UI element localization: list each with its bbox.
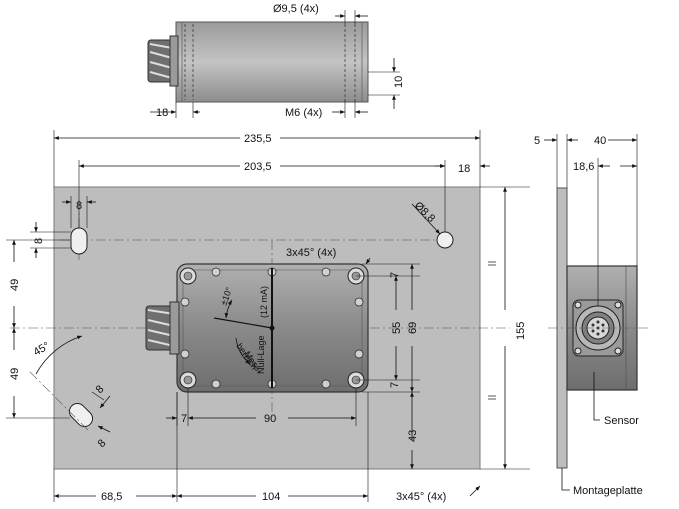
side-dim-40: 40: [594, 135, 606, 147]
plate-label: Montageplatte: [573, 485, 643, 497]
hole-right: [436, 231, 454, 249]
dim-68-5: 68,5: [101, 491, 122, 503]
dim-104: 104: [262, 491, 280, 503]
top-dim-18: 18: [156, 107, 168, 119]
top-thread-label: M6 (4x): [285, 107, 322, 119]
dim-overall-width: 235,5: [244, 133, 272, 145]
dim-155: 155: [515, 322, 527, 340]
chamfer-bottom-label: 3x45° (4x): [396, 491, 446, 503]
dim-7-right-upper: 7: [389, 272, 401, 278]
sensor-label: Sensor: [604, 415, 639, 427]
connector-front: [145, 301, 180, 355]
dim-18-right: 18: [458, 163, 470, 175]
top-view: Ø9,5 (4x) 18 M6 (4x) 10: [147, 3, 405, 119]
dim-69: 69: [407, 322, 419, 334]
chamfer-top-label: 3x45° (4x): [286, 247, 336, 259]
side-view: 5 40 18,6 Sensor Montageplatte: [534, 134, 650, 497]
dim-7-left: 7: [181, 413, 187, 425]
dim-55: 55: [391, 322, 403, 334]
cover-screws: [180, 267, 364, 389]
dim-49-lower: 49: [9, 368, 21, 380]
side-dim-5: 5: [534, 135, 540, 147]
zero-position-label: Null-Lage: [256, 335, 266, 374]
dim-8-left: 8: [33, 238, 45, 244]
side-dim-18-6: 18,6: [573, 161, 594, 173]
slot-lower: [68, 402, 94, 428]
dim-49-upper: 49: [9, 279, 21, 291]
top-hole-dia-label: Ø9,5 (4x): [273, 3, 319, 15]
dim-8-top: 8: [76, 200, 82, 212]
dim-hole-spacing: 203,5: [244, 161, 272, 173]
top-dim-10: 10: [393, 76, 405, 88]
front-view: ±10° Null-Lage (12 mA) Mess- bereich 235…: [6, 130, 530, 503]
current-label: (12 mA): [259, 286, 269, 318]
slot-upper: [70, 227, 88, 255]
dim-90: 90: [264, 413, 276, 425]
dim-43: 43: [407, 430, 419, 442]
dim-7-right-lower: 7: [389, 382, 401, 388]
sensor-housing-top: [175, 21, 369, 103]
connector-top: [147, 35, 179, 87]
